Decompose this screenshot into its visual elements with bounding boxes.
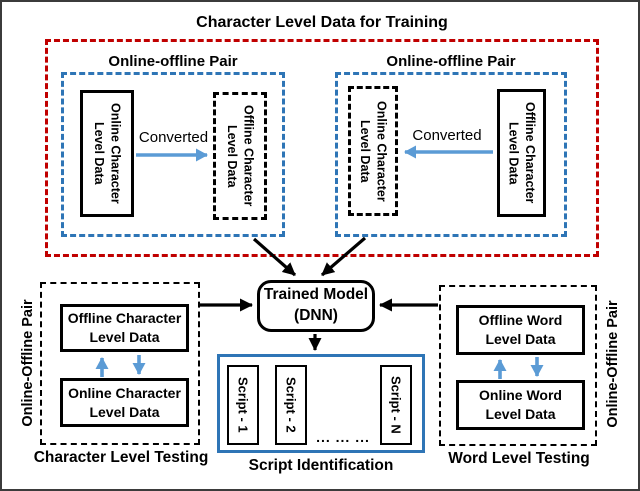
word-testing-side-label: Online-Offline Pair [605,300,621,428]
training-section-title: Character Level Data for Training [196,14,448,31]
char-testing-caption: Character Level Testing [33,449,209,466]
left-pair-box [61,72,285,237]
training-left-offline-char-label: Offline Character Level Data [225,105,256,207]
word-testing-caption: Word Level Testing [448,450,590,467]
training-right-online-char-label: Online Character Level Data [358,100,389,202]
script-2-label: Script - 2 [283,377,299,433]
trained-model-label: Trained Model (DNN) [263,286,369,324]
left-converted-label: Converted [138,128,209,146]
training-right-offline-char-box: Offline Character Level Data [497,89,546,217]
script-ellipsis: ... ... ... [316,429,370,445]
left-pair-title: Online-offline Pair [108,52,238,70]
training-right-online-char-box: Online Character Level Data [348,86,398,216]
char-testing-side-label: Online-Offline Pair [20,299,36,427]
trained-model-box: Trained Model (DNN) [257,280,375,332]
word-testing-offline-label: Offline Word Level Data [478,312,563,347]
script-n-box: Script - N [380,365,412,445]
script-identification-caption: Script Identification [248,457,394,474]
training-left-offline-char-box: Offline Character Level Data [213,92,267,220]
char-testing-online-label: Online Character Level Data [68,384,181,420]
char-testing-offline-box: Offline Character Level Data [60,304,189,352]
right-pair-box [335,72,567,237]
char-testing-online-box: Online Character Level Data [60,378,189,427]
word-testing-online-label: Online Word Level Data [479,387,562,422]
char-testing-container [40,282,200,445]
right-pair-title: Online-offline Pair [386,52,516,70]
training-right-offline-char-label: Offline Character Level Data [506,102,537,204]
right-converted-label: Converted [412,126,482,144]
script-n-label: Script - N [388,376,404,434]
word-testing-container [439,285,597,446]
word-testing-offline-box: Offline Word Level Data [456,305,585,355]
script-1-label: Script - 1 [235,377,251,433]
char-testing-offline-label: Offline Character Level Data [67,310,182,345]
word-testing-online-box: Online Word Level Data [456,380,585,430]
script-1-box: Script - 1 [227,365,259,445]
training-left-online-char-label: Online Character Level Data [92,103,123,204]
script-2-box: Script - 2 [275,365,307,445]
training-left-online-char-box: Online Character Level Data [80,90,134,217]
